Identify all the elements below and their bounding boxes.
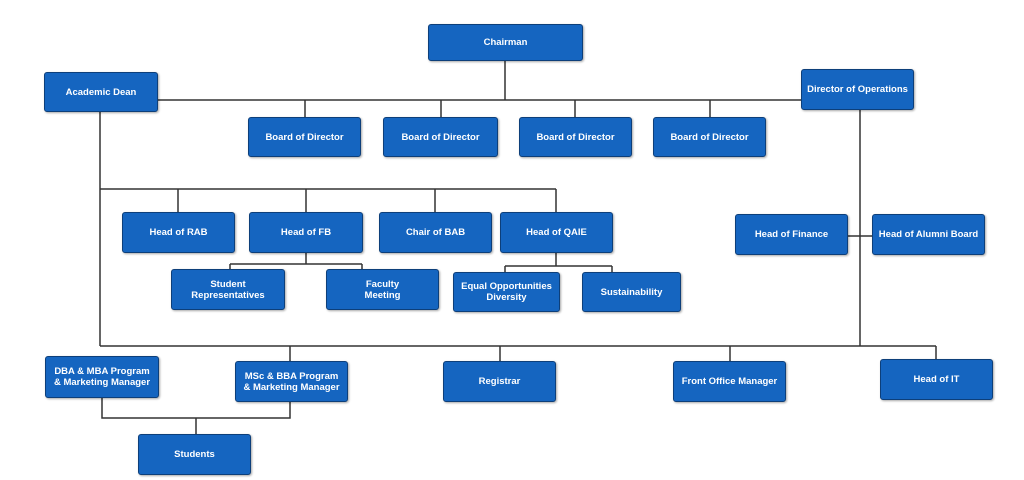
head-of-finance-box: Head of Finance xyxy=(735,214,848,255)
chairman-box: Chairman xyxy=(428,24,583,61)
students-box: Students xyxy=(138,434,251,475)
chair-of-bab-box: Chair of BAB xyxy=(379,212,492,253)
sustainability-box: Sustainability xyxy=(582,272,681,312)
equal-opportunities-diversity-box: Equal Opportunities Diversity xyxy=(453,272,560,312)
front-office-manager-box: Front Office Manager xyxy=(673,361,786,402)
head-of-rab-box: Head of RAB xyxy=(122,212,235,253)
student-representatives-box: Student Representatives xyxy=(171,269,285,310)
connector-qaie-children xyxy=(504,253,613,272)
head-of-alumni-board-box: Head of Alumni Board xyxy=(872,214,985,255)
director-operations-box: Director of Operations xyxy=(801,69,914,110)
dba-mba-program-manager-box: DBA & MBA Program & Marketing Manager xyxy=(45,356,159,398)
academic-dean-box: Academic Dean xyxy=(44,72,158,112)
connector-students xyxy=(101,398,291,434)
head-of-qaie-box: Head of QAIE xyxy=(500,212,613,253)
board-of-director-3-box: Board of Director xyxy=(519,117,632,157)
board-of-director-1-box: Board of Director xyxy=(248,117,361,157)
registrar-box: Registrar xyxy=(443,361,556,402)
head-of-fb-box: Head of FB xyxy=(249,212,363,253)
head-of-it-box: Head of IT xyxy=(880,359,993,400)
connector-fb-children xyxy=(229,253,363,269)
msc-bba-program-manager-box: MSc & BBA Program & Marketing Manager xyxy=(235,361,348,402)
faculty-meeting-box: Faculty Meeting xyxy=(326,269,439,310)
board-of-director-2-box: Board of Director xyxy=(383,117,498,157)
board-of-director-4-box: Board of Director xyxy=(653,117,766,157)
